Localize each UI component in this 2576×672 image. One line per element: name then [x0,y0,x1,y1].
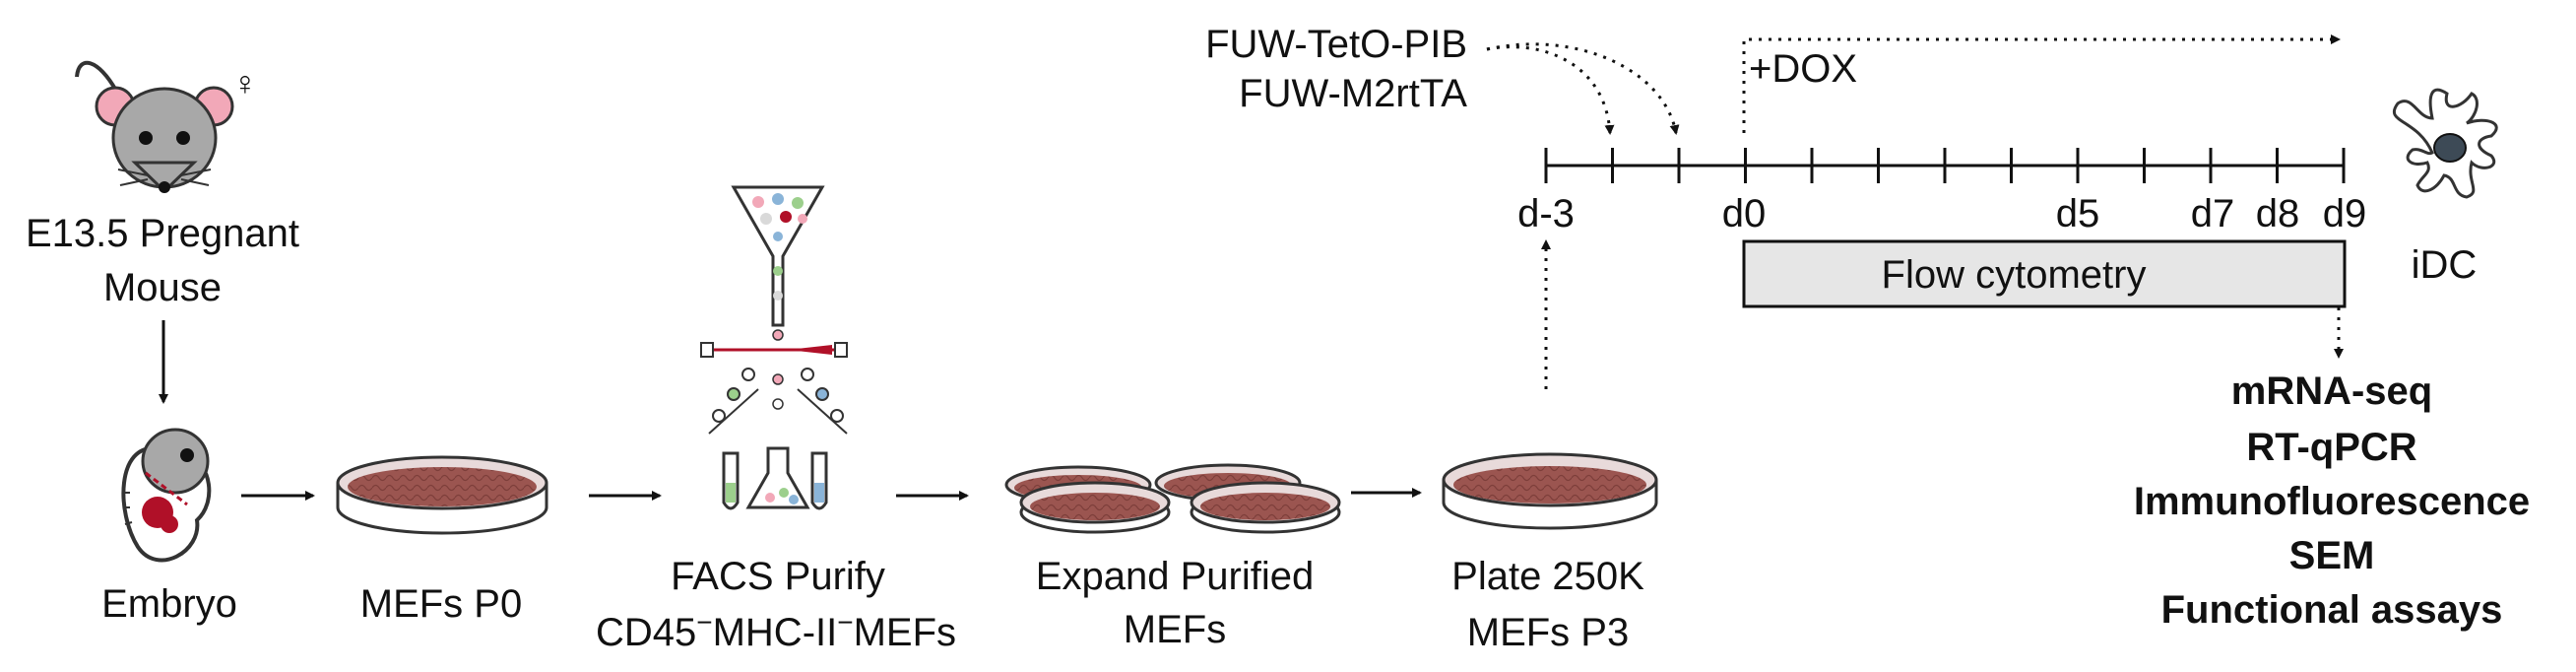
dox-label: +DOX [1749,47,1857,91]
mefs-p0-label: MEFs P0 [360,582,522,626]
assay-mrna-seq: mRNA-seq [2231,370,2432,413]
petri-dish-icon [1019,481,1171,534]
petri-dish-icon [1190,481,1341,534]
arrow-vector-to-tick2 [1486,42,1680,135]
plate-label-line1: Plate 250K [1451,555,1644,598]
vector1-label: FUW-TetO-PIB [1205,23,1467,66]
embryo-label: Embryo [101,582,237,626]
expand-label-line1: Expand Purified [1036,555,1314,598]
tick-label-d9: d9 [2323,192,2367,235]
tick-label-d7: d7 [2191,192,2235,235]
dox-arrow [1742,34,2341,133]
tick-label-d-3: d-3 [1517,192,1575,235]
vector2-label: FUW-M2rtTA [1239,72,1467,115]
test-tube-icon [722,451,828,510]
facs-label-line2: CD45−MHC-II−MEFs [596,607,956,654]
flow-cytometry-label: Flow cytometry [1882,253,2147,297]
plate-label-line2: MEFs P3 [1467,611,1629,654]
flask-icon [745,446,810,509]
mouse-label-line2: Mouse [103,266,222,309]
tick-label-d5: d5 [2056,192,2100,235]
facs-sorter-icon [700,185,848,435]
arrow-vector-to-tick1 [1486,45,1615,135]
timeline-ticks [1544,148,2346,183]
mouse-label-line1: E13.5 Pregnant [26,212,299,255]
idc-label: iDC [2412,243,2478,287]
embryo-icon [121,428,212,563]
tick-label-d8: d8 [2256,192,2300,235]
expand-label-line2: MEFs [1124,608,1226,651]
female-symbol: ♀ [232,65,258,102]
dendritic-cell-icon [2392,88,2498,199]
facs-label-line1: FACS Purify [671,555,885,598]
flow-cytometry-box [1742,239,2347,308]
assay-immunofluorescence: Immunofluorescence [2134,480,2530,523]
assay-functional: Functional assays [2161,588,2503,632]
mouse-icon [75,60,234,194]
tick-label-d0: d0 [1722,192,1767,235]
assay-sem: SEM [2289,534,2375,577]
petri-dish-icon [1442,452,1658,530]
assay-rt-qpcr: RT-qPCR [2246,426,2416,469]
petri-dish-icon [336,455,548,535]
